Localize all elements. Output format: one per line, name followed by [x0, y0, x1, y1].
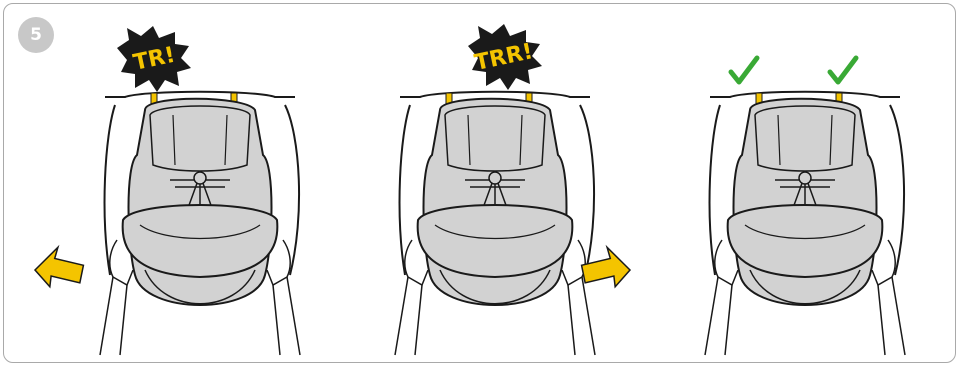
sound-burst-icon: TRR! — [468, 24, 542, 90]
checkmark-icon — [830, 58, 856, 82]
sound-burst-icon: TR! — [117, 26, 191, 92]
panel-1-seat: TR! — [20, 0, 310, 368]
panel-3-seat — [690, 0, 930, 368]
panel-2-seat: TRR! — [340, 0, 640, 368]
push-arrow-icon — [577, 242, 634, 293]
checkmark-icon — [731, 58, 757, 82]
push-arrow-icon — [31, 242, 88, 293]
